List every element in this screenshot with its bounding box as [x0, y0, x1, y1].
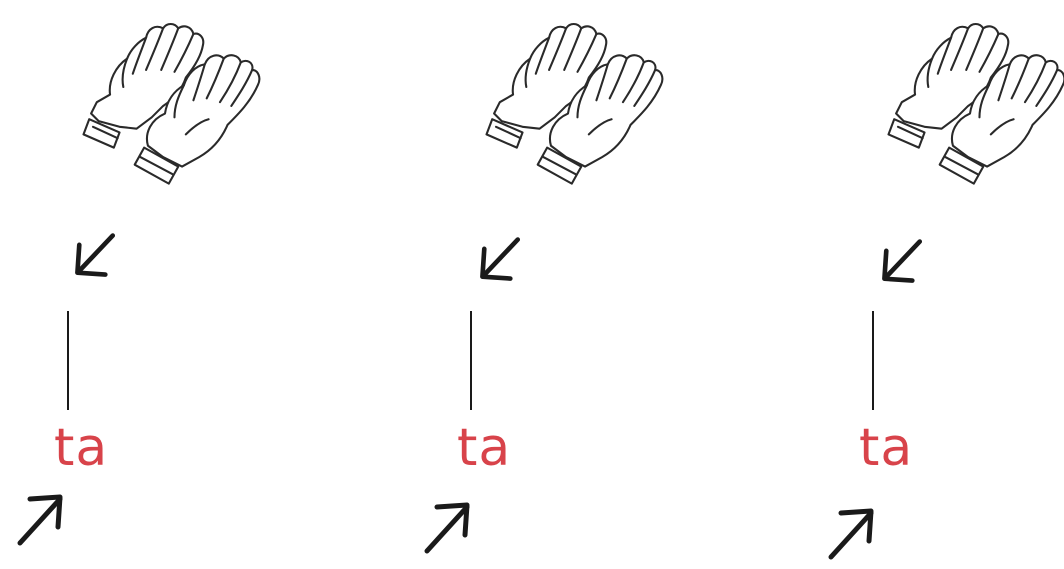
beat-stem-line: [470, 311, 472, 410]
down-left-arrow-icon: [475, 232, 527, 288]
down-left-arrow-icon: [70, 228, 122, 284]
beat-column-2: ta: [443, 0, 743, 569]
beat-stem-line: [67, 311, 69, 410]
rhythm-syllable: ta: [457, 418, 511, 478]
rhythm-syllable: ta: [859, 418, 913, 478]
up-right-arrow-icon: [419, 497, 475, 557]
beat-column-3: ta: [845, 0, 1064, 569]
up-right-arrow-icon: [823, 503, 879, 563]
clapping-hands-icon: [60, 15, 270, 195]
beat-column-1: ta: [40, 0, 340, 569]
rhythm-syllable: ta: [54, 418, 108, 478]
down-left-arrow-icon: [877, 234, 929, 290]
beat-stem-line: [872, 311, 874, 410]
clapping-hands-icon: [865, 15, 1064, 195]
up-right-arrow-icon: [12, 489, 68, 549]
clapping-hands-icon: [463, 15, 673, 195]
